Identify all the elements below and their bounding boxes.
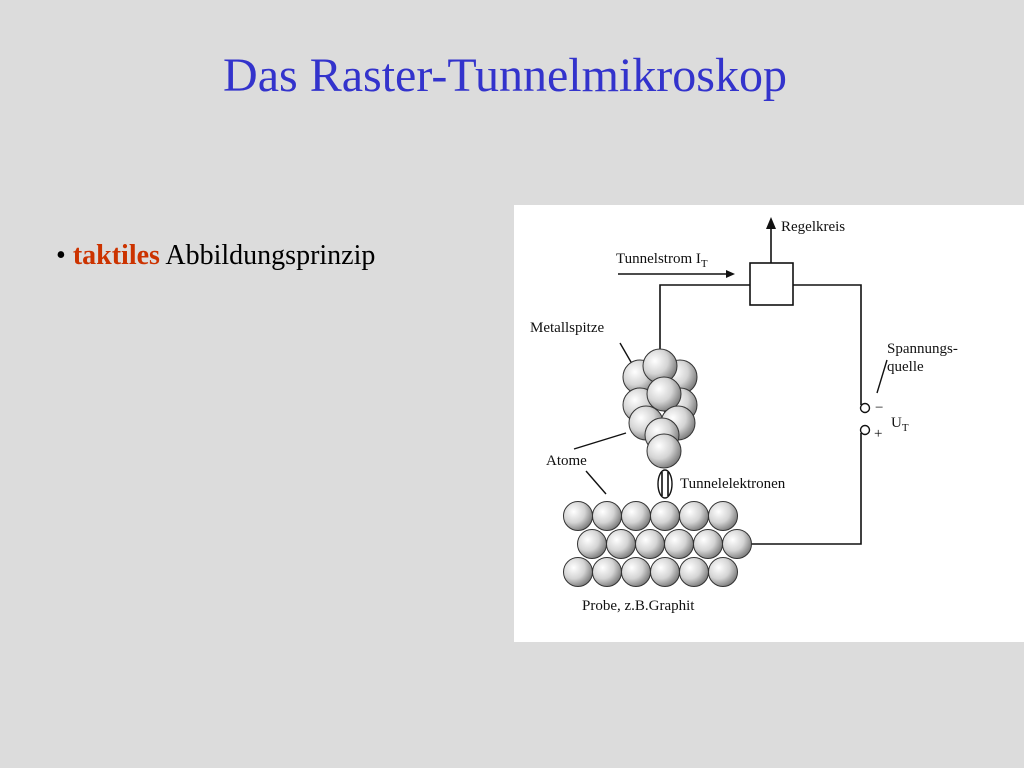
- label-plus: +: [874, 426, 882, 442]
- wire-tip-to-controller: [659, 284, 750, 370]
- sample-atom: [708, 501, 738, 531]
- stm-diagram: Regelkreis Tunnelstrom IT Metallspitze S…: [530, 217, 958, 614]
- label-atome: Atome: [546, 453, 587, 469]
- sample-atom: [592, 557, 622, 587]
- bullet-list: • taktiles Abbildungsprinzip: [56, 240, 375, 272]
- sample-atom: [650, 501, 680, 531]
- circuit-wires: [659, 227, 862, 545]
- tunnel-electrons-icon: [657, 469, 673, 499]
- terminal-minus: [859, 402, 871, 414]
- leader-lines: [573, 342, 888, 495]
- stm-diagram-figure: Regelkreis Tunnelstrom IT Metallspitze S…: [514, 205, 1024, 642]
- sample-atom: [563, 557, 593, 587]
- leader-atome-tip: [573, 432, 627, 450]
- terminal-plus: [859, 424, 871, 436]
- label-regelkreis: Regelkreis: [781, 219, 845, 235]
- sample-atom: [679, 501, 709, 531]
- sample-atom: [635, 529, 665, 559]
- sample-atom: [592, 501, 622, 531]
- sample-atom: [708, 557, 738, 587]
- slide-title: Das Raster-Tunnelmikroskop: [223, 49, 787, 102]
- tip-atoms: [622, 348, 698, 469]
- label-minus: −: [875, 400, 883, 416]
- bullet-emphasis-text: taktiles: [72, 240, 160, 271]
- wire-controller-to-source: [793, 284, 862, 405]
- sample-atom: [621, 557, 651, 587]
- sample-atom: [563, 501, 593, 531]
- label-metallspitze: Metallspitze: [530, 320, 604, 336]
- regelkreis-arrow-icon: [766, 217, 776, 229]
- sample-atom: [606, 529, 636, 559]
- wire-source-to-sample: [748, 433, 862, 545]
- sample-atom: [621, 501, 651, 531]
- sample-atom: [679, 557, 709, 587]
- sample-atom: [693, 529, 723, 559]
- sample-atoms: [563, 501, 752, 587]
- leader-atome-sample: [585, 470, 607, 495]
- sample-atom: [577, 529, 607, 559]
- bullet-item: • taktiles Abbildungsprinzip: [56, 240, 375, 272]
- label-spannungsquelle-line1: Spannungs-: [887, 341, 958, 357]
- sample-atom: [664, 529, 694, 559]
- tip-atom: [646, 433, 682, 469]
- label-spannungsquelle-line2: quelle: [887, 359, 924, 375]
- label-tunnelelektronen: Tunnelelektronen: [680, 476, 786, 492]
- tip-atom: [646, 376, 682, 412]
- current-arrow-icon: [618, 270, 735, 278]
- leader-spannungsquelle: [876, 359, 888, 394]
- label-tunnelstrom: Tunnelstrom IT: [616, 251, 708, 270]
- bullet-marker: •: [56, 240, 66, 271]
- sample-atom: [650, 557, 680, 587]
- label-probe: Probe, z.B.Graphit: [582, 598, 695, 614]
- sample-atom: [722, 529, 752, 559]
- label-ut: UT: [891, 415, 909, 434]
- bullet-text: Abbildungsprinzip: [165, 240, 376, 271]
- controller-box: [749, 262, 794, 306]
